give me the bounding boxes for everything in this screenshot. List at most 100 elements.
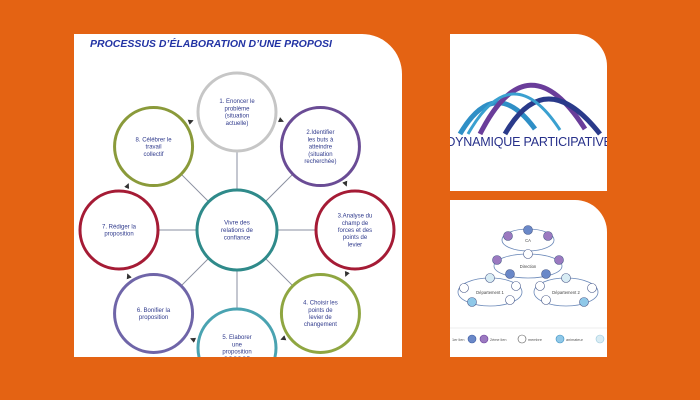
org-diagram: CA Direction Département 1 Département 2…: [450, 225, 607, 344]
step-label-6-2: proposition: [139, 315, 168, 321]
step-circle-4: [279, 272, 361, 354]
cycle-arrow-5: [190, 337, 197, 343]
legend-member: membre: [528, 338, 542, 342]
org-node-7: [541, 269, 551, 279]
org-node-1: [503, 231, 513, 241]
step-label-5-3: proposition: [222, 350, 251, 356]
step-label-2-2: les buts à: [308, 137, 334, 143]
step-label-8-2: travail: [146, 145, 162, 151]
org-node-5: [554, 255, 564, 265]
legend-second-link: 2ème lien: [490, 338, 506, 342]
org-node-3: [523, 225, 533, 235]
step-node-7: 7. Rédiger la proposition: [78, 189, 160, 271]
org-node-8: [523, 249, 533, 259]
step-label-2-3: atteindre: [309, 145, 333, 151]
step-label-1-2: problème: [224, 106, 250, 112]
org-node-11: [485, 273, 495, 283]
step-label-2-1: 2.Identifier: [306, 130, 334, 136]
step-circle-3: [314, 189, 396, 271]
step-node-5: 5. ElaborerunepropositionQQCOQP: [196, 307, 278, 357]
step-label-3-4: points de: [343, 235, 368, 241]
cycle-arrow-2: [342, 180, 348, 187]
legend-first-link: 1er lien: [452, 338, 464, 342]
step-nodes: 1. Enoncer leproblème(situationactuelle)…: [78, 71, 396, 357]
step-label-1-4: actuelle): [226, 121, 249, 127]
step-label-3-5: levier: [348, 242, 362, 248]
legend-member-swatch: [517, 334, 527, 344]
org-node-13: [511, 281, 521, 291]
ca-label: CA: [525, 238, 531, 243]
org-node-18: [587, 283, 597, 293]
legend-animator: animateur: [566, 338, 584, 342]
logo-arc-2: [477, 82, 588, 136]
step-label-4-4: changement: [304, 322, 337, 328]
logo-arc-3: [502, 96, 602, 136]
org-node-14: [535, 281, 545, 291]
step-circle-1: [196, 71, 278, 153]
center-circle: [195, 188, 279, 272]
step-circle-8: [113, 106, 195, 188]
org-node-4: [492, 255, 502, 265]
dept1-label: Département 1: [476, 290, 504, 295]
step-label-2-4: (situation: [308, 152, 332, 158]
step-label-3-1: 3.Analyse du: [338, 214, 373, 220]
step-label-4-2: points de: [308, 308, 333, 314]
org-node-15: [541, 295, 551, 305]
diagram-title: PROCESSUS D’ÉLABORATION D’UNE PROPOSI: [90, 37, 333, 50]
org-node-6: [505, 269, 515, 279]
center-label-2: relations de: [221, 227, 254, 234]
step-label-6-1: 6. Bonifier la: [137, 308, 171, 314]
org-nodes: [459, 225, 597, 307]
center-label-3: confiance: [224, 234, 251, 241]
logo-text: DYNAMIQUE PARTICIPATIVE: [450, 135, 607, 149]
logo-panel: DYNAMIQUE PARTICIPATIVE: [450, 34, 607, 191]
org-node-2: [543, 231, 553, 241]
step-label-7-1: 7. Rédiger la: [102, 224, 137, 230]
step-circle-7: [78, 189, 160, 271]
step-label-8-3: collectif: [144, 152, 164, 158]
step-circle-6: [113, 272, 195, 354]
step-label-3-2: champ de: [342, 221, 369, 227]
logo-arc-4: [466, 92, 562, 135]
legend-second-link-swatch: [479, 334, 489, 344]
dynamique-participative-logo: DYNAMIQUE PARTICIPATIVE: [450, 82, 607, 149]
cycle-arrow-4: [280, 335, 287, 341]
cycle-arrow-1: [277, 117, 284, 123]
step-label-1-3: (situation: [225, 114, 249, 120]
org-node-17: [579, 297, 589, 307]
cycle-arrow-3: [344, 270, 350, 277]
legend-first-link-swatch: [467, 334, 477, 344]
cycle-arrow-7: [124, 183, 130, 190]
legend-extra-swatch: [595, 334, 605, 344]
step-circle-5: [196, 307, 278, 357]
step-label-4-3: levier de: [309, 315, 332, 321]
step-circle-2: [279, 106, 361, 188]
process-diagram: PROCESSUS D’ÉLABORATION D’UNE PROPOSI 1.…: [78, 37, 396, 357]
org-node-12: [505, 295, 515, 305]
cycle-arrow-6: [126, 273, 132, 280]
step-label-7-2: proposition: [104, 232, 133, 238]
cycle-arrows: [124, 117, 350, 343]
dept2-label: Département 2: [552, 290, 580, 295]
org-node-10: [467, 297, 477, 307]
legend-animator-swatch: [555, 334, 565, 344]
org-node-9: [459, 283, 469, 293]
process-diagram-panel: PROCESSUS D’ÉLABORATION D’UNE PROPOSI 1.…: [74, 34, 402, 357]
step-label-3-3: forces et des: [338, 228, 372, 234]
step-label-4-1: 4. Choisir les: [303, 301, 338, 307]
logo-arc-1: [457, 100, 538, 136]
center-label-1: Vivre des: [224, 220, 250, 227]
step-label-5-2: une: [232, 342, 243, 348]
org-diagram-panel: CA Direction Département 1 Département 2…: [450, 200, 607, 357]
step-label-1-1: 1. Enoncer le: [219, 99, 255, 105]
step-label-5-1: 5. Elaborer: [222, 335, 251, 341]
step-label-2-5: recherchée): [304, 159, 336, 165]
org-node-16: [561, 273, 571, 283]
